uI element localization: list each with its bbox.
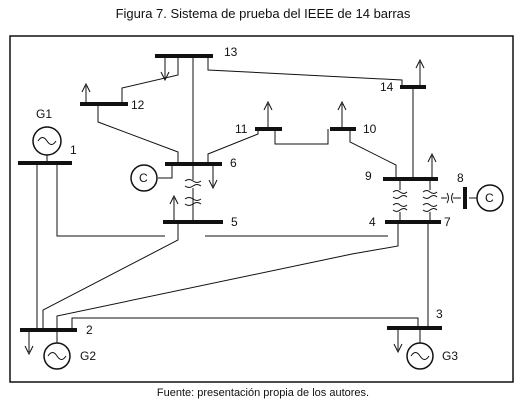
arrow-icon [427,152,437,163]
label-bus-6: 6 [230,156,237,170]
label-bus-13: 13 [224,45,238,59]
transformer-4-7-8 [422,179,461,221]
label-bus-5: 5 [231,215,238,229]
condenser-circle [130,164,158,192]
line-12-13 [121,56,179,104]
label-condenser-6: C [139,171,148,185]
transformer-coil-icon [184,197,202,201]
transformer-5-6 [184,165,202,221]
transformer-coil-icon [422,190,438,194]
arrow-icon [337,100,347,111]
label-bus-10: 10 [363,122,377,136]
label-bus-11: 11 [235,122,248,136]
arrow-icon [81,82,91,93]
transmission-lines [36,56,477,343]
line-2-4 [56,222,399,328]
diagram-frame [9,35,514,383]
label-bus-7: 7 [444,215,451,229]
transformer-coil-icon [184,202,202,206]
label-g2: G2 [80,349,96,363]
line-10-11 [274,129,329,145]
sine-wave-icon [410,352,430,360]
label-bus-4: 4 [369,215,376,229]
transformer-coil-icon [422,208,438,212]
label-bus-3: 3 [436,307,443,321]
transformer-coil-icon [184,184,202,188]
generator-g3 [406,342,434,370]
loads [24,56,437,356]
generator-g1 [32,126,62,156]
transformer-coil-icon [451,192,454,204]
label-bus-2: 2 [86,323,93,337]
transformer-4-9 [392,179,408,221]
labels: G1 1 2 G2 3 G3 4 5 6 7 8 9 10 11 12 13 1… [36,45,494,363]
arrow-icon [24,345,34,356]
arrow-icon [160,71,170,82]
line-9-10 [349,129,397,178]
label-bus-1: 1 [70,143,77,157]
line-2-5 [42,224,179,328]
label-condenser-8: C [485,191,494,205]
transformer-coil-icon [392,203,408,207]
condenser-bus-6 [130,164,158,192]
arrow-icon [415,58,425,69]
condenser-bus-8 [476,184,504,212]
figure-title: Figura 7. Sistema de prueba del IEEE de … [115,6,411,21]
label-bus-9: 9 [365,169,372,183]
condenser-link-6 [158,163,173,179]
arrow-icon [263,100,273,111]
line-6-11 [207,129,259,162]
label-bus-8: 8 [457,171,464,185]
arrow-icon [393,343,403,354]
transformer-coil-icon [446,192,449,204]
line-6-12 [97,104,179,162]
transformer-coil-icon [422,203,438,207]
label-g1: G1 [36,107,52,121]
sine-wave-icon [47,352,67,360]
sine-wave-icon [37,137,57,145]
line-1-5 [56,163,165,237]
transformer-coil-icon [422,195,438,199]
arrow-icon [208,179,218,190]
label-bus-14: 14 [380,80,394,94]
generator-g2 [43,342,71,370]
arrow-icon [169,194,179,205]
condenser-circle [476,184,504,212]
transformer-coil-icon [392,195,408,199]
transformer-coil-icon [392,208,408,212]
line-2-3 [71,317,419,328]
transformer-coil-icon [392,190,408,194]
bus-bars [18,54,467,332]
figure-source: Fuente: presentación propia de los autor… [156,387,370,399]
line-13-14 [207,56,403,86]
label-bus-12: 12 [131,98,145,112]
transformer-coil-icon [184,179,202,183]
label-g3: G3 [442,349,458,363]
